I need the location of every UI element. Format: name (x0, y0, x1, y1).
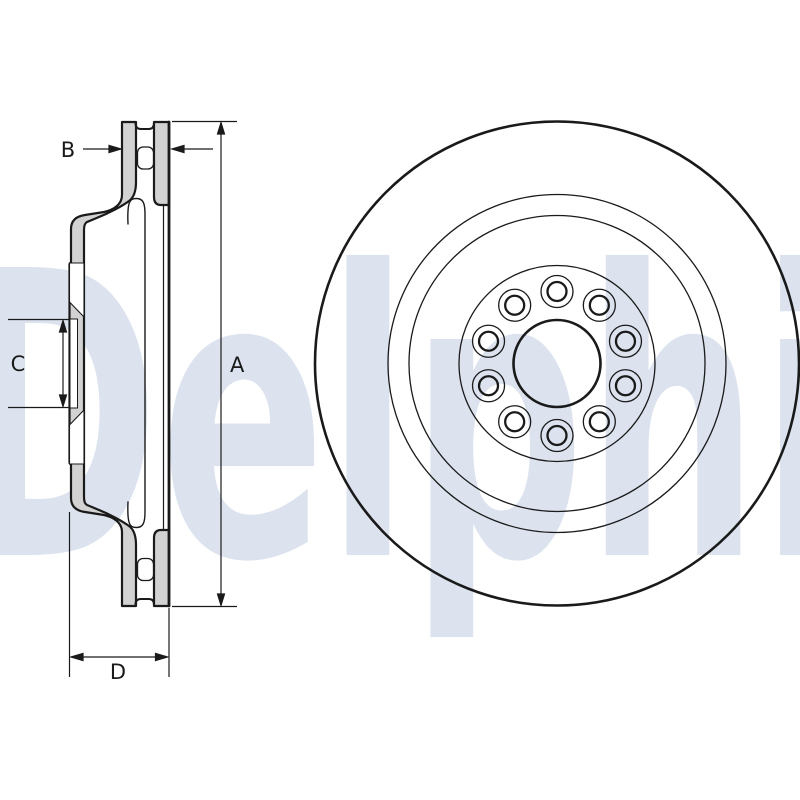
hat-section (68, 120, 138, 608)
bolt-hole-inner (588, 411, 610, 433)
bolt-hole-outer (540, 418, 574, 453)
bolt-hole-inner (614, 375, 637, 397)
vent-notch-bottom (134, 598, 155, 606)
vent-notch-top (134, 122, 155, 130)
c-arrow-up (58, 318, 68, 333)
bolt-hole-inner (614, 330, 637, 352)
bolt-hole-inner (588, 294, 610, 316)
bolt-hole-outer (498, 405, 532, 439)
bolt-hole-outer (608, 324, 643, 358)
outboard-plate-bottom (152, 528, 171, 608)
bolt-hole-outer (540, 274, 574, 309)
bolt-hole-outer (608, 369, 643, 403)
c-arrow-down (58, 394, 68, 409)
bolt-hole-inner (477, 330, 500, 352)
bolt-hole-outer (582, 405, 616, 439)
flange-bolt-hole-upper (68, 262, 85, 318)
bolt-hole-inner (504, 411, 526, 433)
dimension-label-a: A (230, 353, 245, 377)
disc-cross-section (68, 120, 171, 608)
dimension-label-b: B (61, 138, 75, 162)
flange-bolt-hole-lower (68, 409, 85, 465)
bolt-hole-outer (471, 324, 506, 358)
dimension-label-d: D (110, 660, 126, 684)
dimension-annotations: A B C D (8, 120, 245, 684)
bolt-hole-inner (546, 280, 568, 303)
a-arrow-up (216, 120, 226, 135)
bolt-hole-outer (471, 369, 506, 403)
disc-circle-1 (387, 193, 727, 534)
bolt-hole-outer (498, 288, 532, 322)
d-arrow-right (154, 652, 170, 662)
disc-circle-4 (512, 318, 602, 409)
disc-front-view (313, 120, 800, 607)
disc-circle-3 (458, 264, 656, 463)
a-arrow-down (216, 593, 226, 608)
vent-slot-top (136, 146, 155, 170)
disc-circle-0 (313, 120, 800, 607)
b-arrow-right-head (169, 144, 185, 154)
bolt-hole-outer (582, 288, 616, 322)
delphi-watermark: Delphi (0, 188, 800, 648)
disc-circle-2 (408, 214, 706, 513)
centre-bore-cut (69, 318, 78, 409)
vent-channel-edge-line (127, 197, 146, 529)
bolt-hole-inner (477, 375, 500, 397)
vent-slot-bottom (136, 557, 155, 582)
bolt-hole-inner (504, 294, 526, 316)
bolt-hole-inner (546, 424, 568, 447)
b-arrow-left-head (108, 144, 124, 154)
d-arrow-left (68, 652, 84, 662)
outboard-plate-top (152, 120, 171, 207)
dimension-label-c: C (11, 352, 26, 376)
